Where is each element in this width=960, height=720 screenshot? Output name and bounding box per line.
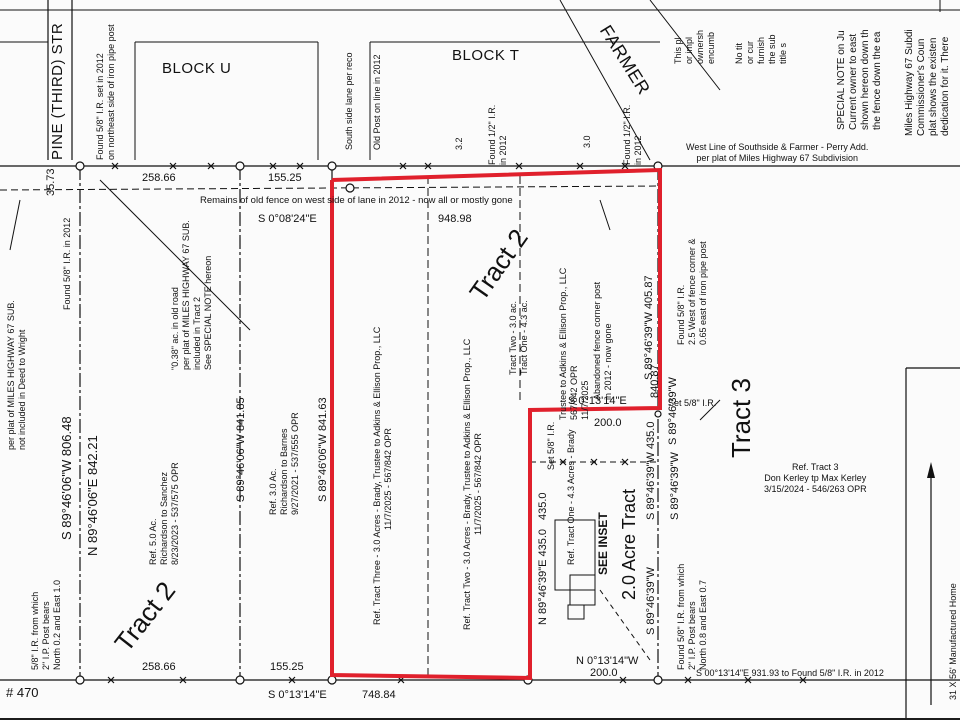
bearing-200-bot: 200.0 [590,667,618,679]
bearing-s894606w-806: S 89°46'06"W 806.48 [59,416,74,540]
bearing-155-top: 155.25 [268,172,302,184]
see-inset-label: SEE INSET [596,512,610,575]
bearing-840-87: 840.87 [649,364,661,398]
found-half-ir-a-note: Found 1/2" I.R.in 2012 [487,104,508,165]
block-u-label: BLOCK U [162,60,232,77]
bearing-435-a: 435.0 [537,492,549,520]
west-line-note: West Line of Southside & Farmer - Perry … [686,142,869,163]
bearing-s894639w-top: S 89°46'39"W [667,377,679,445]
bearing-35: 35.73 [45,168,57,196]
manufactured-home-note: 31 X 56' Manufactured Home [948,583,958,700]
tract-two-note: Ref. Tract Two - 3.0 Acres - Brady, Trus… [462,338,483,630]
miles-not-included-note: per plat of MILES HIGHWAY 67 SUB.not inc… [6,300,27,450]
lot-number: # 470 [6,685,39,700]
tract-three-note: Ref. Tract Three - 3.0 Acres - Brady, Tr… [372,326,393,625]
bearing-s01314e-bot: S 0°13'14"E [268,689,327,701]
tract-two-one-note: Tract Two - 3.0 ac.Tract One - 4.3 ac. [508,300,529,375]
tract-3-label: Tract 3 [726,378,756,458]
bearing-748: 748.84 [362,689,396,701]
pine-street-label: PINE (THIRD) STR [49,22,66,160]
found-to-2012-note: S 00°13'14"E 931.93 to Found 5/8" I.R. i… [696,668,884,678]
set-58-ir-a-note: Set 5/8" I.R. [668,398,717,408]
south-side-lane-note: South side lane per reco [344,52,354,150]
bearing-s00824: S 0°08'24"E [258,213,317,225]
bearing-200-mid: 200.0 [594,417,622,429]
bearing-n894606e-842: N 89°46'06"E 842.21 [85,435,100,556]
acre-tract-label: 2.0 Acre Tract [619,488,639,600]
bearing-s894606w-841-63: S 89°46'06"W 841.63 [317,397,329,502]
block-t-label: BLOCK T [452,47,520,64]
bearing-258-top: 258.66 [142,172,176,184]
bearing-s01314e-mid: S 0°13'14"E [568,395,627,407]
set-58-ir-b-note: Set 5/8" I.R. [546,421,556,470]
bearing-s894639w-d: S 89°46'39"W [645,567,657,635]
bearing-s894639w-b: S 89°46'39"W [669,452,681,520]
bearing-s894639w-c: S 89°46'39"W 435.0 [645,421,657,520]
bearing-s894606w-841-85: S 89°46'06"W 841.85 [235,397,247,502]
bearing-948: 948.98 [438,213,472,225]
bearing-n01314w: N 0°13'14"W [576,655,639,667]
old-post-note: Old Post on line in 2012 [372,54,382,150]
found-25-west-note: Found 5/8" I.R.2.5 West of fence corner … [676,238,708,345]
ref-tract-one-note: Ref. Tract One - 4.3 Acres - Brady [566,429,576,565]
found-half-ir-b-note: Found 1/2" I.R.in 2012 [622,104,643,165]
dim-3-0: 3.0 [582,135,592,148]
bearing-155-bot: 155.25 [270,661,304,673]
dim-3-2: 3.2 [454,137,464,150]
found-58-2012-note: Found 5/8" I.R. in 2012 [62,217,72,310]
remains-fence-note: Remains of old fence on west side of lan… [200,195,513,206]
bearing-n894639e: N 89°46'39"E 435.0 [537,528,549,625]
bearing-258-bot: 258.66 [142,661,176,673]
